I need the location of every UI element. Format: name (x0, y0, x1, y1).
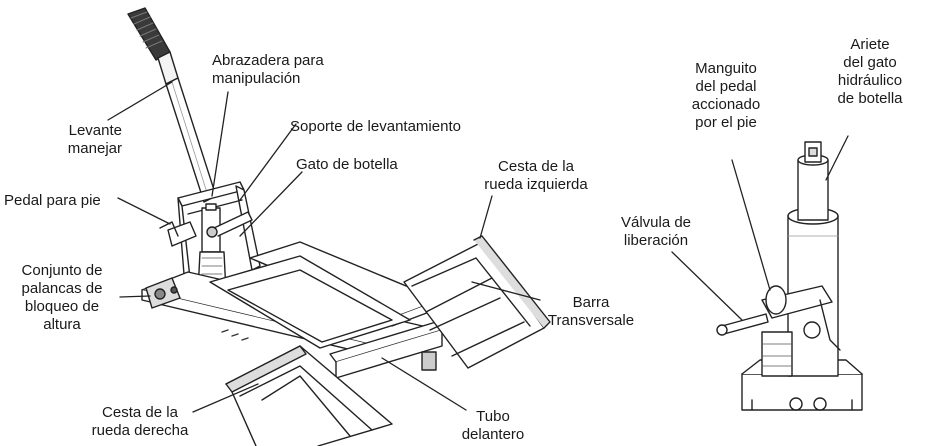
right-wheel-cradle (225, 345, 393, 446)
label-manguito-pedal: Manguito del pedal accionado por el pie (691, 60, 761, 131)
label-ariete-gato: Ariete del gato hidráulico de botella (837, 36, 903, 107)
label-pedal-pie: Pedal para pie (4, 192, 101, 209)
base-frame (141, 241, 443, 379)
label-cesta-izquierda: Cesta de la rueda izquierda (484, 158, 588, 193)
label-cesta-derecha: Cesta de la rueda derecha (91, 404, 189, 439)
leader-lines (107, 81, 849, 413)
label-valvula-liberacion: Válvula de liberación (620, 214, 692, 249)
label-abrazadera: Abrazadera para manipulación (212, 52, 324, 87)
label-levante-manejar: Levante manejar (67, 122, 122, 157)
label-barra-transversal: Barra Transversale (547, 294, 635, 329)
bottle-jack-detail (716, 141, 863, 411)
label-conjunto-palancas: Conjunto de palancas de bloqueo de altur… (21, 262, 103, 333)
lift-handle (127, 7, 217, 203)
label-gato-botella: Gato de botella (296, 156, 398, 173)
label-soporte-levantamiento: Soporte de levantamiento (290, 118, 461, 135)
label-tubo-delantero: Tubo delantero (461, 408, 525, 443)
left-wheel-cradle (403, 235, 551, 369)
